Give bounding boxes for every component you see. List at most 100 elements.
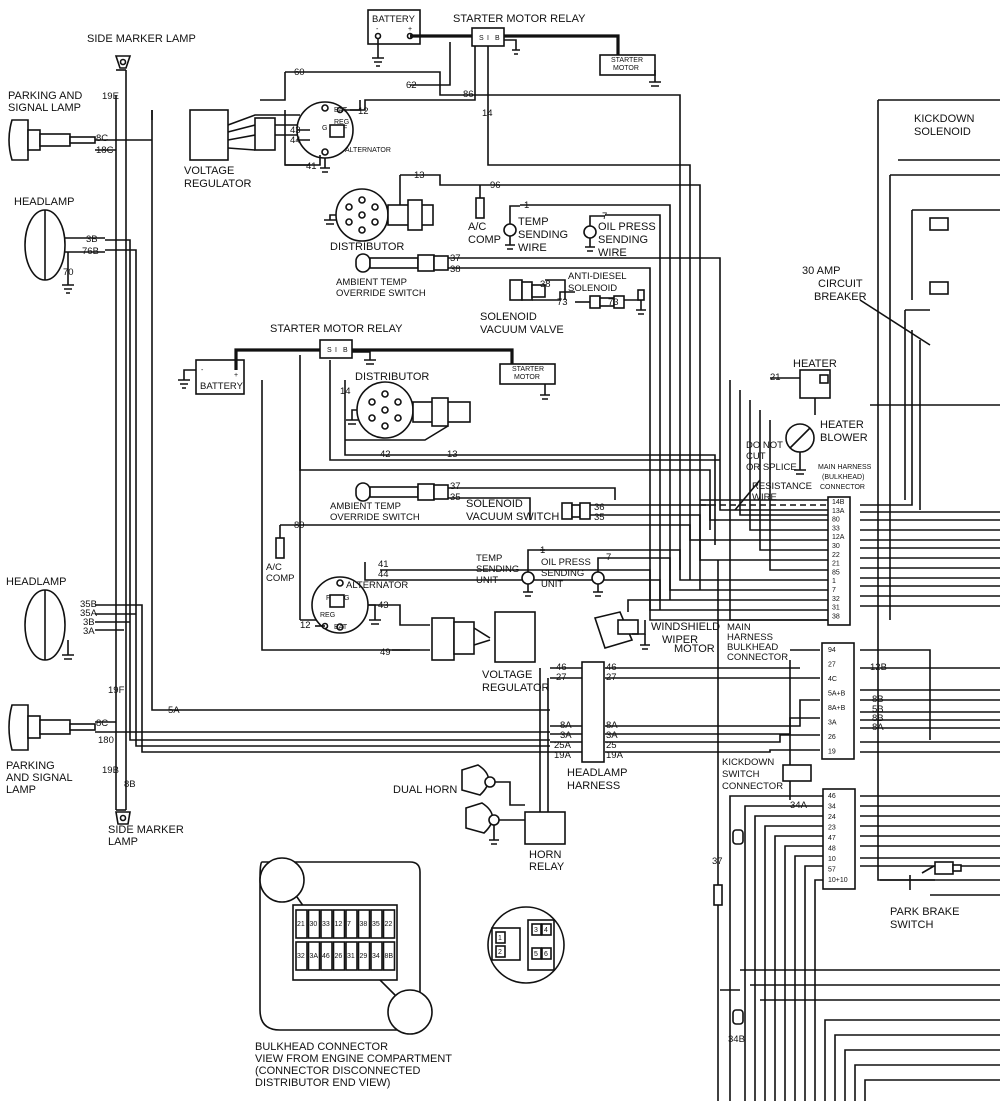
ac-comp-mid — [275, 525, 285, 559]
connector-pin-label: 46 — [828, 793, 836, 800]
starter-relay-top-label: STARTER MOTOR RELAY — [453, 13, 586, 25]
circuit-breaker-2: CIRCUIT — [818, 278, 863, 290]
bulkhead-cell — [370, 909, 383, 939]
starter-motor-mid-1: STARTER — [512, 366, 544, 373]
round-connector-cell-label: 6 — [544, 951, 548, 958]
bulkhead-cell — [295, 909, 308, 939]
wire-label: 73 — [557, 297, 568, 308]
solenoid-vacuum-valve-2: VACUUM VALVE — [480, 324, 564, 336]
oil-unit-1: OIL PRESS — [541, 557, 591, 568]
connector-pin-label: 32 — [832, 596, 840, 603]
connector-pin-label: 12A — [832, 534, 845, 541]
oil-unit-3: UNIT — [541, 579, 563, 590]
alternator-mid — [311, 576, 381, 634]
wire-label: 12 — [358, 106, 369, 117]
bulkhead-cell-label: 34 — [372, 953, 380, 960]
bulkhead-cell — [382, 941, 396, 971]
wire-label: 25 — [606, 740, 617, 751]
wire-label: 35 — [594, 512, 605, 523]
wire-label: 1 — [540, 545, 545, 556]
main-harness-mid-1: MAIN — [727, 622, 751, 633]
bulkhead-cell-label: 35 — [372, 921, 380, 928]
wire-label: 12 — [300, 620, 311, 631]
wire-label: 62 — [406, 80, 417, 91]
ambient-temp-mid-1: AMBIENT TEMP — [330, 501, 401, 512]
oil-unit-2: SENDING — [541, 568, 584, 579]
wire-label: 14 — [482, 108, 493, 119]
connector-pin-label: 38 — [832, 613, 840, 620]
wire-label: 1 — [524, 200, 529, 211]
bulkhead-cell — [320, 941, 333, 971]
bulkhead-cell-label: 46 — [322, 953, 330, 960]
parking-lamp-bot-3: LAMP — [6, 784, 36, 796]
connector-pin-label: 19 — [828, 749, 836, 756]
alternator-mid-label: ALTERNATOR — [346, 580, 408, 591]
wire-label: 89 — [294, 520, 305, 531]
wire-label: 35B — [80, 599, 97, 610]
connector-pin-label: 23 — [828, 825, 836, 832]
wire-label: 8C — [96, 718, 108, 729]
oil-press-wire-2: SENDING — [598, 234, 648, 246]
kickdown-switch-2: SWITCH — [722, 769, 760, 780]
connector-pin-label: 5A+B — [828, 691, 846, 698]
wire-label: 34A — [790, 800, 808, 811]
connector-pin-label: 14B — [832, 499, 845, 506]
kickdown-solenoid-1: KICKDOWN — [914, 113, 975, 125]
connector-pin-label: 21 — [832, 561, 840, 568]
wire-label: 8C — [96, 133, 108, 144]
connector-pin-label: 31 — [832, 605, 840, 612]
voltage-regulator-mid — [431, 611, 536, 663]
connector-pin-label: 47 — [828, 835, 836, 842]
round-connector-cell-label: 5 — [534, 951, 538, 958]
bulkhead-cell-label: 38 — [360, 921, 368, 928]
oil-press-top — [583, 215, 605, 252]
horn-relay-1: HORN — [529, 849, 561, 861]
horn-relay-wires — [539, 668, 549, 820]
relay-mid-b: B — [343, 347, 348, 354]
battery-mid-plus: + — [234, 372, 238, 379]
bulkhead-cell-label: 32 — [297, 953, 305, 960]
bulkhead-cell — [320, 909, 333, 939]
alt-top-bat: BAT — [334, 107, 348, 114]
solenoid-vacuum-valve-1: SOLENOID — [480, 311, 537, 323]
main-harness-bot-connector — [822, 788, 856, 890]
ambient-temp-mid-2: OVERRIDE SWITCH — [330, 512, 420, 523]
horn-relay-2: RELAY — [529, 861, 565, 873]
windshield-wiper-1: WINDSHIELD — [651, 621, 720, 633]
battery-top-label: BATTERY — [372, 14, 416, 25]
wire-label: 27 — [606, 672, 617, 683]
park-brake-switch — [921, 861, 962, 875]
distributor-top-label: DISTRIBUTOR — [330, 241, 404, 253]
kickdown-solenoid — [929, 217, 949, 295]
bulkhead-cell — [345, 941, 358, 971]
wire-label: 37 — [450, 253, 461, 264]
wire-label: 8B — [872, 694, 884, 705]
wire-label: 96 — [490, 180, 501, 191]
temp-sending-wire-1: TEMP — [518, 216, 549, 228]
connector-pin-label: 33 — [832, 525, 840, 532]
wire-label: 34B — [728, 1034, 745, 1045]
connector-pin-label: 27 — [828, 662, 836, 669]
alt-top-reg: REG — [334, 119, 349, 126]
wire-label: 41 — [306, 161, 317, 172]
heater-blower — [785, 423, 815, 475]
ambient-temp-mid — [355, 482, 449, 502]
round-connector-cell — [495, 931, 506, 944]
heater-label: HEATER — [793, 358, 837, 370]
ambient-temp-top-2: OVERRIDE SWITCH — [336, 288, 426, 299]
wire-label: 3B — [86, 234, 98, 245]
round-connector-cell — [541, 923, 552, 936]
distributor-mid — [345, 381, 471, 441]
wire-label: 8B — [124, 779, 136, 790]
ac-comp-mid-1: A/C — [266, 562, 282, 573]
relay-mid-i: I — [335, 347, 337, 354]
wire-label: 43 — [378, 600, 389, 611]
relay-top-s: S — [479, 35, 484, 42]
battery-mid-minus: - — [201, 367, 204, 374]
main-harness-top-3: CONNECTOR — [820, 484, 865, 491]
wire-label: 25A — [554, 740, 572, 751]
main-harness-mid-2: HARNESS — [727, 632, 773, 643]
wire-label: 3A — [560, 730, 572, 741]
windshield-wiper — [593, 599, 660, 650]
connector-pin-label: 10 — [828, 856, 836, 863]
